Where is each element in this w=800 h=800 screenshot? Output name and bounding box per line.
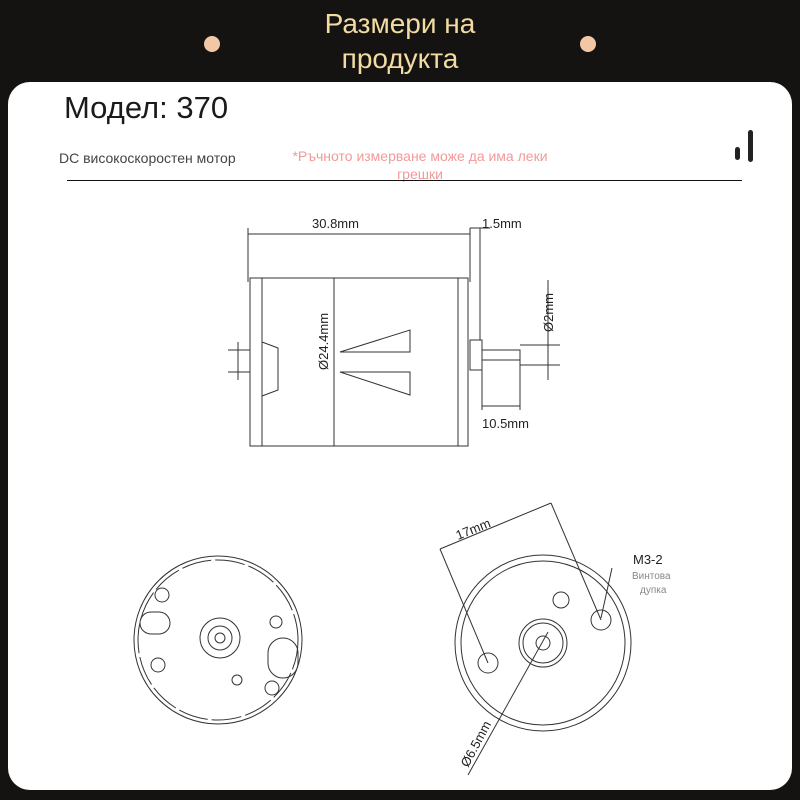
dim-body-length: 30.8mm — [312, 216, 359, 231]
title-line-1: Размери на — [324, 8, 476, 39]
decor-bar-tall — [748, 130, 753, 162]
model-subtitle: DC високоскоростен мотор — [59, 150, 236, 166]
dim-boss-length: 1.5mm — [482, 216, 522, 231]
decor-dot-right — [580, 36, 596, 52]
dim-body-diameter: Ø24.4mm — [316, 313, 331, 370]
divider — [67, 180, 742, 181]
dim-shaft-diameter: Ø2mm — [541, 293, 556, 332]
title-line-2: продукта — [341, 43, 459, 74]
screw-label-line1: Винтова — [632, 571, 671, 582]
measurement-note: *Ръчното измерване може да има леки греш… — [292, 148, 548, 182]
model-label: Модел: 370 — [64, 90, 229, 125]
dim-hole-spacing: 17mm — [454, 515, 493, 542]
decor-bar-short — [735, 147, 740, 160]
screw-label-line2: дупка — [640, 585, 667, 596]
motor-side-view — [228, 227, 560, 447]
content-card — [8, 82, 792, 790]
screw-spec: M3-2 — [633, 552, 663, 567]
motor-rear-view — [133, 555, 303, 725]
dim-shaft-length: 10.5mm — [482, 416, 529, 431]
page-title: Размери на продукта — [0, 6, 800, 76]
decor-dot-left — [204, 36, 220, 52]
motor-front-view — [439, 502, 632, 776]
